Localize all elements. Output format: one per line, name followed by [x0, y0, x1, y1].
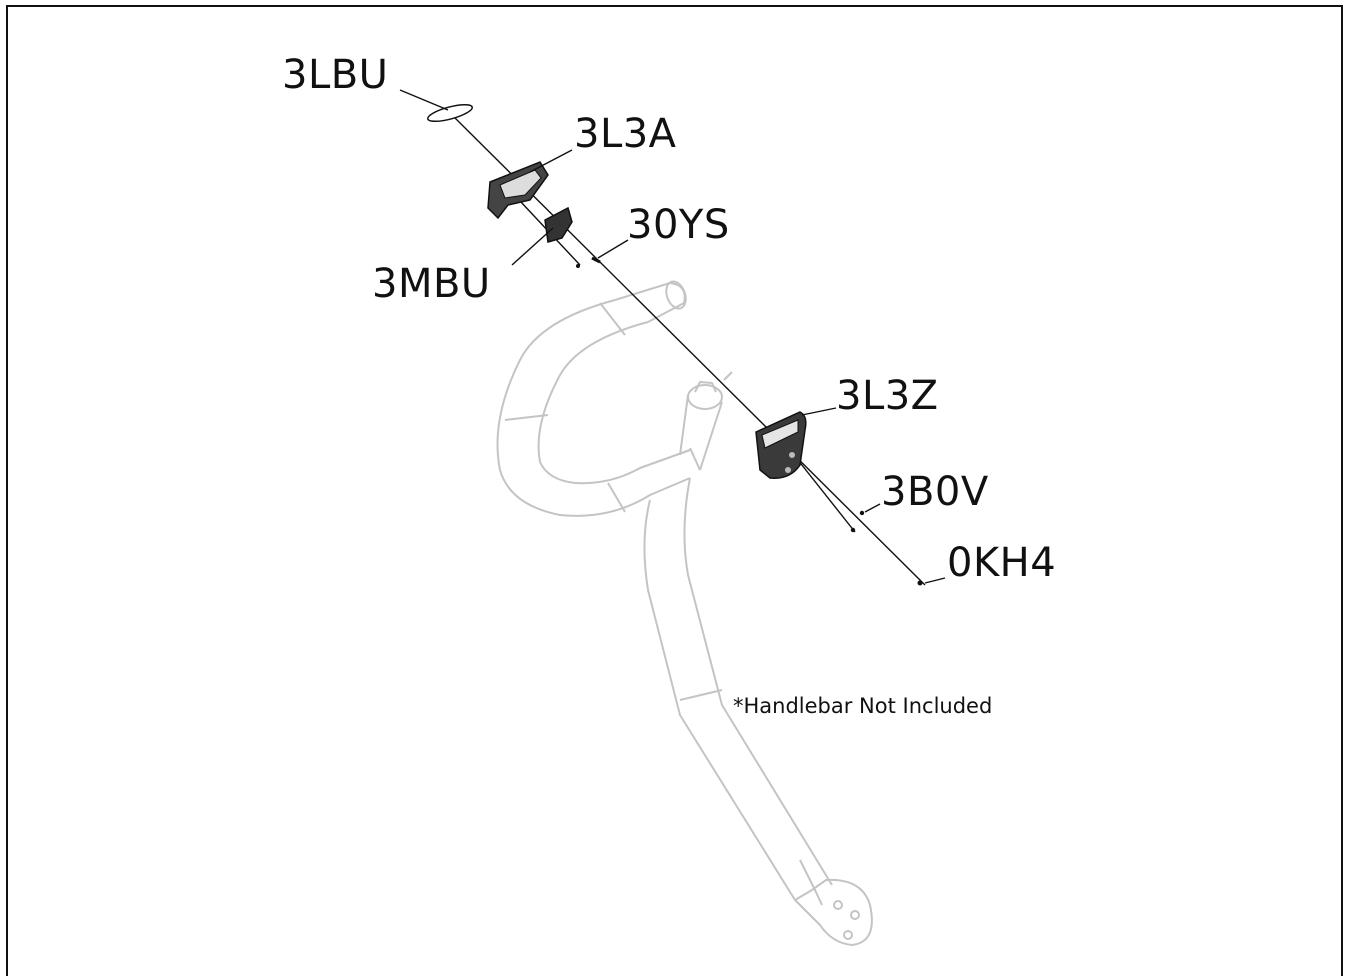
- part-label-30ys: 30YS: [627, 202, 730, 248]
- part-label-3b0v: 3B0V: [881, 469, 989, 515]
- part-30ys-shape: [591, 256, 601, 264]
- part-label-3l3a: 3L3A: [574, 111, 677, 157]
- part-3l3z-shape: [755, 411, 807, 479]
- handlebar-note: *Handlebar Not Included: [733, 694, 993, 718]
- part-label-3mbu: 3MBU: [372, 261, 491, 307]
- part-3lbu-shape: [426, 103, 474, 123]
- part-3l3a-shape: [487, 161, 549, 220]
- part-label-3l3z: 3L3Z: [836, 373, 939, 419]
- part-0kh4-shape: [917, 580, 923, 586]
- part-3b0v-shape: [850, 510, 865, 533]
- part-3mbu-shape: [544, 206, 580, 268]
- leader-lines: [399, 89, 946, 584]
- handlebar-ghost: [496, 280, 873, 946]
- diagram-frame: [6, 5, 1343, 976]
- part-label-3lbu: 3LBU: [282, 52, 389, 98]
- part-label-0kh4: 0KH4: [947, 540, 1057, 586]
